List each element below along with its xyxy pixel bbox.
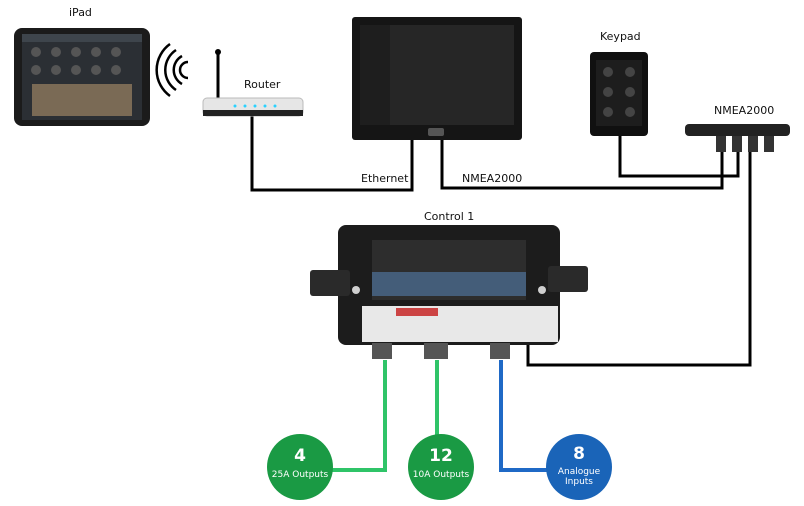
display-device [352, 17, 522, 140]
keypad-device [590, 52, 648, 136]
input-line-analogue [499, 360, 548, 472]
control-unit [310, 225, 588, 359]
input-count-analogue: 8 [573, 444, 585, 464]
nmea-cable-display [440, 140, 724, 190]
keypad-label: Keypad [600, 30, 641, 43]
output-count-10a: 12 [429, 446, 453, 466]
nmea-backbone-label: NMEA2000 [714, 104, 775, 117]
input-circle-analogue: 8 Analogue Inputs [546, 434, 612, 500]
router-label: Router [244, 78, 281, 91]
output-text-25a: 25A Outputs [271, 470, 329, 480]
output-circle-25a: 4 25A Outputs [267, 434, 333, 500]
input-text-analogue: Analogue Inputs [557, 467, 601, 487]
output-count-25a: 4 [294, 446, 306, 466]
nmea-backbone [685, 124, 790, 152]
nmea-display-label: NMEA2000 [462, 172, 523, 185]
ipad-label: iPad [69, 6, 92, 19]
control-label: Control 1 [424, 210, 475, 223]
router-device [202, 97, 304, 117]
ipad-device [14, 28, 150, 126]
output-line-25a [330, 360, 387, 472]
output-text-10a: 10A Outputs [412, 470, 470, 480]
nmea-cable-control [526, 150, 752, 367]
wifi-icon [155, 42, 189, 98]
ethernet-label: Ethernet [361, 172, 409, 185]
ethernet-cable [250, 115, 414, 192]
output-circle-10a: 12 10A Outputs [408, 434, 474, 500]
nmea-cable-keypad [618, 135, 740, 178]
